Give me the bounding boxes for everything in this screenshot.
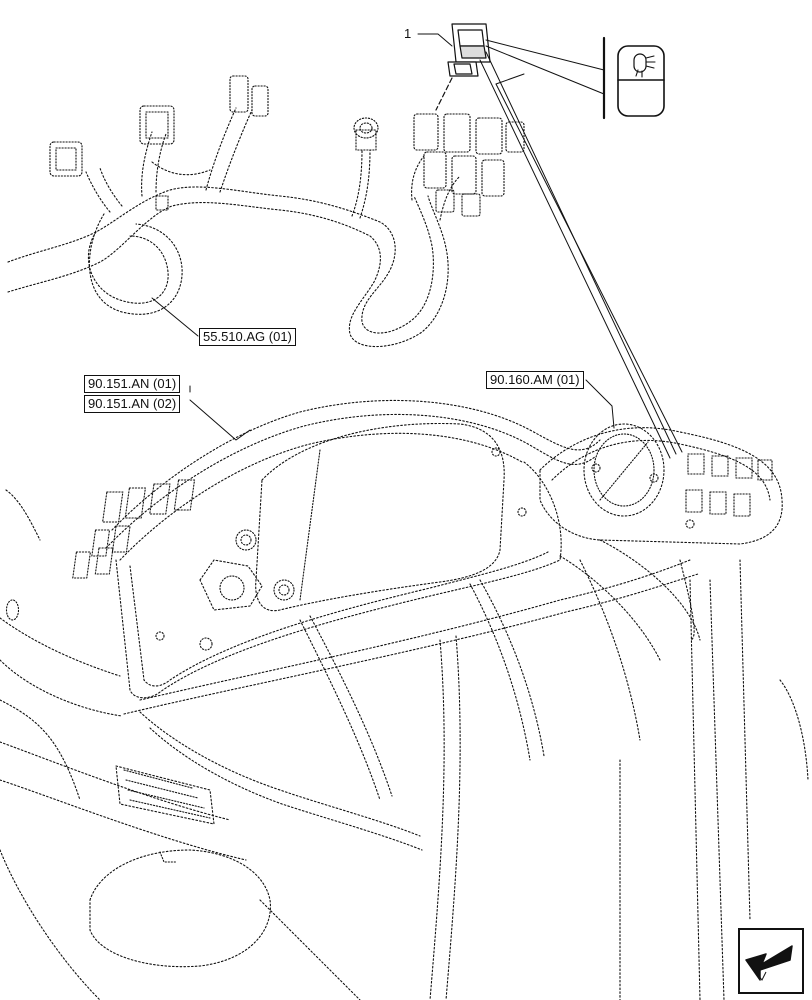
reference-wiring-harness[interactable]: 55.510.AG (01): [199, 328, 296, 346]
wiring-harness: [7, 75, 525, 348]
previous-page-arrow-icon: [745, 945, 793, 981]
reference-side-console[interactable]: 90.160.AM (01): [486, 371, 584, 389]
previous-page-button[interactable]: [738, 928, 804, 994]
work-light-icon: [617, 45, 665, 117]
reference-instrument-panel-02[interactable]: 90.151.AN (02): [84, 395, 181, 413]
reference-leaders: [151, 297, 615, 441]
rocker-switch-item-1: [435, 23, 491, 111]
reference-instrument-panel-01[interactable]: 90.151.AN (01): [84, 375, 181, 393]
callout-item-1: 1: [404, 26, 412, 41]
switch-symbol-leaders: [479, 36, 683, 459]
dashboard-assembly: [0, 399, 809, 1000]
